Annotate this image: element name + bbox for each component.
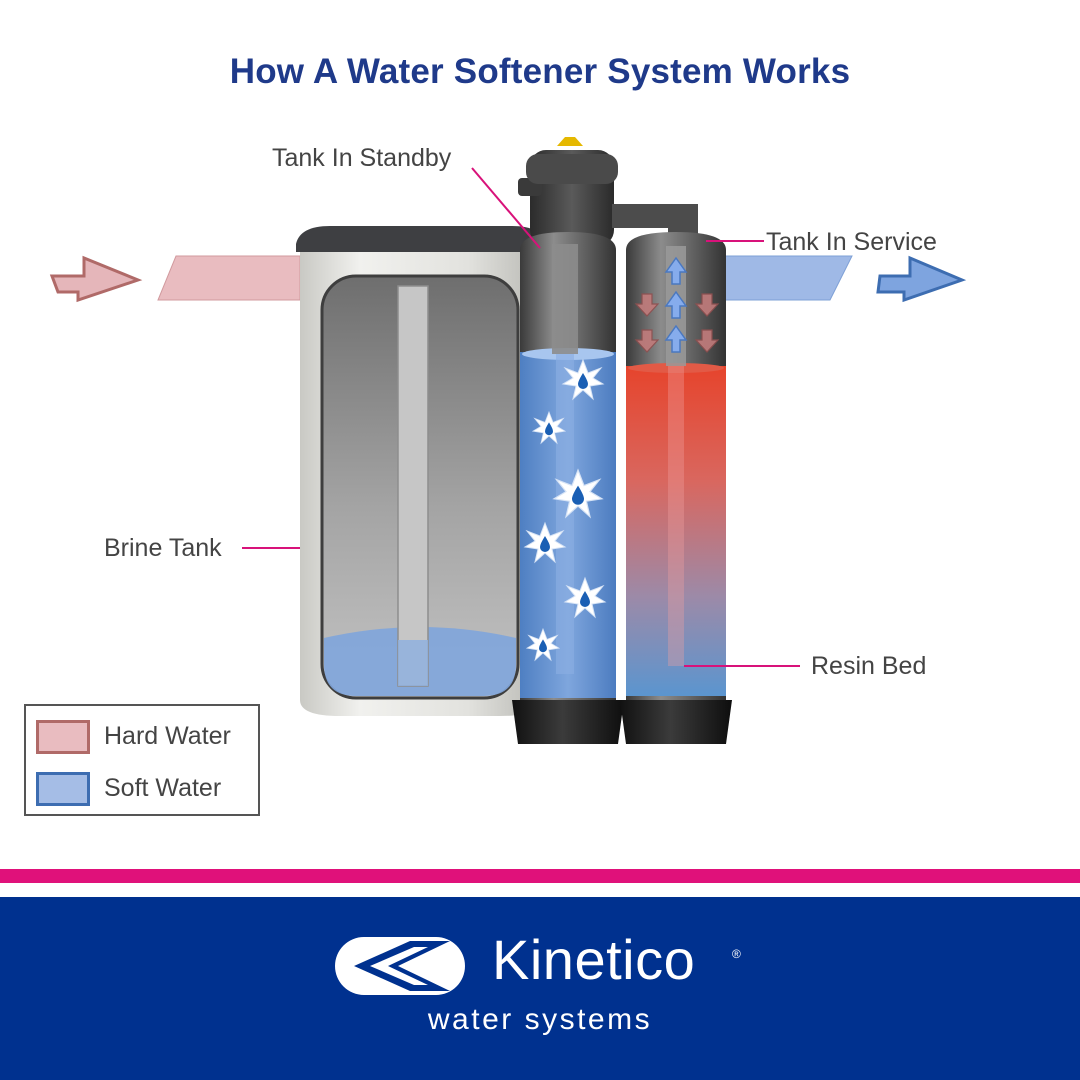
- hard-water-inlet-pipe: [157, 255, 301, 301]
- service-tank: [620, 232, 732, 744]
- leader-line-standby: [471, 167, 541, 249]
- legend: Hard Water Soft Water: [24, 704, 260, 816]
- sparkle-drop-icon: [525, 627, 561, 662]
- down-arrow-icon: [634, 293, 660, 317]
- hard-water-swatch: [36, 720, 90, 754]
- water-softener-diagram: [49, 137, 967, 744]
- hard-water-inlet-arrow: [49, 255, 143, 303]
- page-title: How A Water Softener System Works: [229, 52, 851, 91]
- registered-mark: ®: [732, 947, 741, 961]
- brand-footer: Kinetico ® water systems: [0, 897, 1080, 1080]
- legend-label: Soft Water: [104, 774, 222, 802]
- down-arrow-icon: [634, 329, 660, 353]
- accent-stripe: [0, 869, 1080, 883]
- legend-label: Hard Water: [104, 722, 231, 750]
- brand-name: Kinetico: [492, 928, 696, 991]
- brine-tank: [296, 226, 544, 716]
- sparkle-drop-icon: [531, 410, 567, 445]
- soft-water-swatch: [36, 772, 90, 806]
- sparkle-drop-icon: [552, 468, 604, 519]
- soft-water-outlet-arrow: [876, 255, 967, 303]
- water-drop-icons: [523, 358, 607, 662]
- sparkle-drop-icon: [523, 521, 567, 564]
- label-tank-in-service: Tank In Service: [766, 228, 937, 256]
- leader-lines: [242, 167, 800, 667]
- down-arrow-icon: [694, 329, 720, 353]
- sparkle-drop-icon: [563, 576, 607, 619]
- flow-arrow-icons: [634, 256, 720, 353]
- down-arrow-icon: [694, 293, 720, 317]
- sparkle-drop-icon: [561, 358, 605, 401]
- brand-tagline: water systems: [427, 1003, 653, 1036]
- label-resin-bed: Resin Bed: [811, 652, 927, 680]
- soft-water-outlet-pipe: [724, 255, 853, 301]
- kinetico-logo-icon: [335, 937, 465, 995]
- legend-item-hard-water: Hard Water: [36, 718, 256, 758]
- label-tank-in-standby: Tank In Standby: [272, 144, 452, 172]
- legend-item-soft-water: Soft Water: [36, 770, 256, 810]
- up-arrow-icon: [664, 324, 688, 353]
- up-arrow-icon: [664, 290, 688, 319]
- up-arrow-icon: [664, 256, 688, 285]
- label-brine-tank: Brine Tank: [104, 534, 222, 562]
